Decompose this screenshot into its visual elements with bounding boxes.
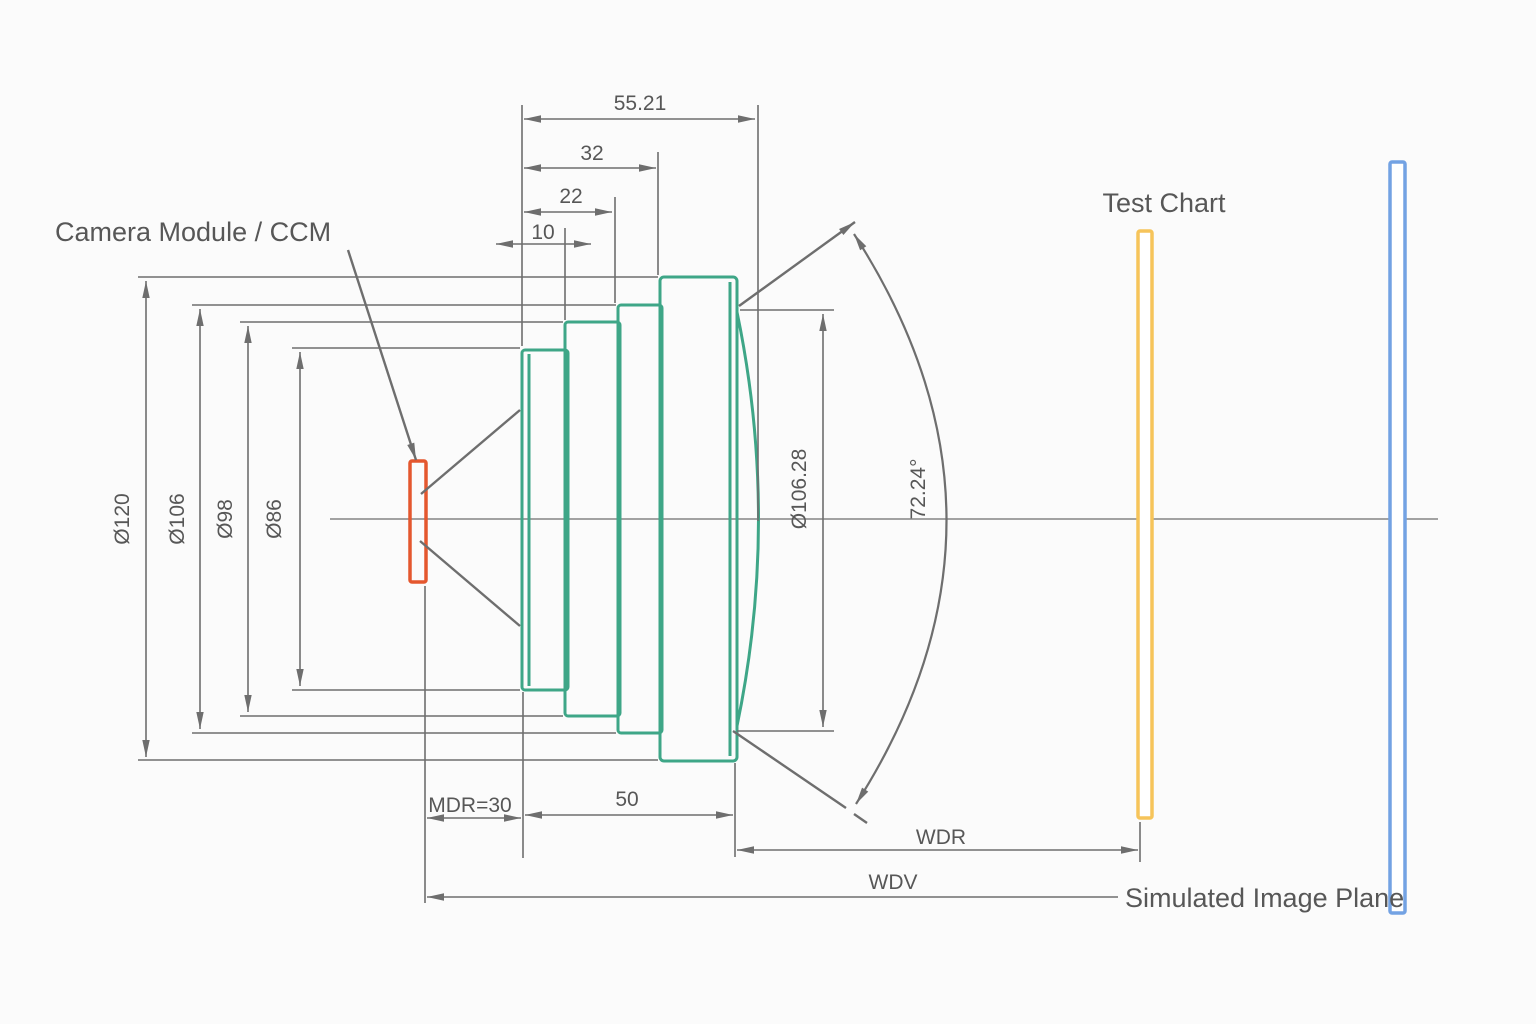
dim-label-wdr: WDR	[916, 826, 966, 849]
simulated-image-plane-bar	[1388, 160, 1407, 915]
test-chart-bar	[1136, 229, 1154, 820]
dim-label-dia-120: Ø120	[111, 493, 134, 544]
dim-label-mdr: MDR=30	[428, 794, 511, 817]
light-ray-upper	[420, 409, 521, 495]
dim-label-32: 32	[580, 142, 603, 165]
lens-barrel-section-4	[658, 275, 739, 763]
dim-label-10: 10	[531, 221, 554, 244]
dim-label-55-21: 55.21	[614, 92, 667, 115]
fov-angle-label: 72.24°	[907, 459, 930, 520]
dim-label-dia-106: Ø106	[166, 493, 189, 544]
camera-module-label: Camera Module / CCM	[55, 217, 331, 247]
field-of-view-angle: 72.24°	[732, 221, 948, 824]
fov-ray-upper	[738, 221, 856, 307]
fov-ray-lower-tip	[853, 813, 868, 824]
dim-label-wdv: WDV	[869, 871, 918, 894]
dim-label-22: 22	[559, 185, 582, 208]
bottom-distance-dimensions: MDR=30 50 WDR WDV	[424, 586, 1141, 903]
fov-angle-arc	[853, 233, 948, 805]
lens-barrel-section-1	[520, 348, 570, 692]
fov-ray-lower	[732, 730, 847, 809]
diameter-dimensions: Ø120 Ø106 Ø98 Ø86	[111, 276, 658, 761]
dim-label-dia-98: Ø98	[214, 499, 237, 539]
test-chart-label: Test Chart	[1102, 188, 1226, 218]
lens-barrel-section-2	[563, 320, 622, 718]
dim-label-50: 50	[615, 788, 638, 811]
front-diameter-dimension: Ø106.28	[737, 309, 834, 732]
ccm-leader-line	[346, 249, 418, 461]
dim-label-dia-86: Ø86	[263, 499, 286, 539]
lens-barrel-section-3	[616, 303, 664, 735]
light-ray-lower	[419, 540, 521, 627]
simulated-image-plane-label: Simulated Image Plane	[1125, 883, 1404, 913]
dim-label-dia-front: Ø106.28	[788, 449, 811, 530]
ccm-sensor-module	[408, 459, 428, 584]
